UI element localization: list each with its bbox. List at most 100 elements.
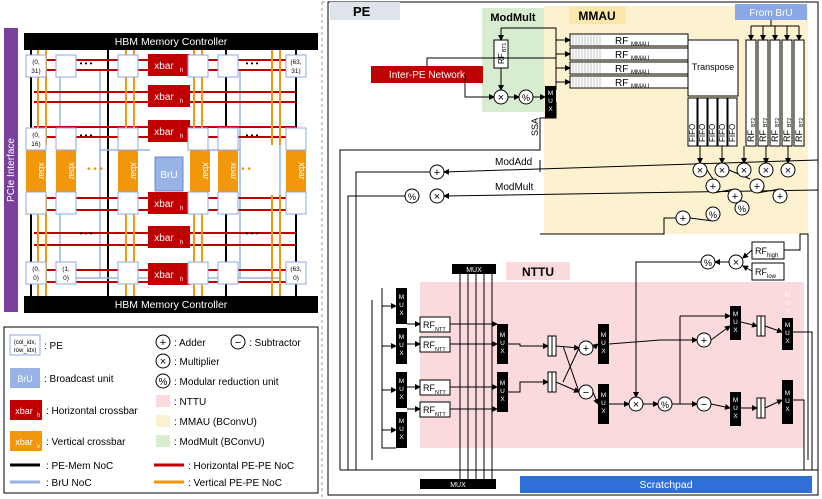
twiddle-modred-icon-sym: % (661, 400, 669, 410)
modmult-wire-label: ModMult (495, 182, 534, 193)
rf-high-sub: high (767, 253, 778, 259)
legend-xbar-v-sub: v (37, 444, 40, 450)
mmau-multiplier-icon-2 (736, 162, 752, 178)
modadd-label: ModAdd (495, 157, 532, 168)
xbar-v-label-2: xbar (129, 162, 139, 180)
rf-bt1-label: RF (497, 53, 506, 64)
modmult-multiplier-left-icon-sym: × (434, 191, 440, 203)
xbar-h-sub-1: h (180, 99, 183, 105)
rf-in-mux-1-char: M (399, 334, 404, 341)
rf-in-mux-0-char: U (399, 302, 404, 309)
rf-in-mux-3-char: U (399, 426, 404, 433)
rf-high-to-mult (742, 249, 753, 259)
modadd-adder-icon (429, 164, 445, 180)
legend-v-noc-text: : Vertical PE-PE NoC (188, 478, 282, 489)
legend-nttu-swatch (156, 395, 170, 407)
rf-mmau-sub-0: MMAU (631, 42, 649, 48)
ssa-mux-char: U (548, 98, 553, 105)
left-bus-a (381, 288, 396, 449)
nttu-mux-a (497, 324, 508, 364)
xbar-v-label-5: xbar (297, 162, 307, 180)
legend: (col_idx, row_idx) : PE BrU : Broadcast … (3, 326, 319, 494)
xbar-h-2 (148, 120, 190, 142)
pe-box (55, 54, 77, 78)
mmau-out (540, 217, 676, 235)
modmult-modred-icon-sym: % (522, 93, 530, 103)
mmau-title-bg (569, 6, 626, 24)
nttu-mux-e-char: M (733, 311, 738, 318)
pe-box (217, 261, 239, 285)
legend-pe-mem-text: : PE-Mem NoC (46, 461, 113, 472)
rf-in-mux-1 (396, 328, 407, 364)
legend-xbar-h-text: : Horizontal crossbar (46, 406, 138, 417)
rf-ntt-sub-3: NTT (435, 412, 446, 418)
nttu-mux-h-char: U (785, 398, 790, 405)
mmau-multiplier-icon-0-sym: × (697, 165, 703, 177)
ssa-mux (545, 86, 556, 118)
modmult-multiplier-left-icon (429, 188, 445, 204)
pe-detail: PE ModMult MMAU From BrU NTTU Inter-PE N… (327, 1, 819, 496)
xbar-v-0 (26, 150, 46, 192)
mmau-adder-l1-icon-1 (749, 178, 765, 194)
butterfly-adder-right-icon (696, 332, 712, 348)
rf-ntt-label-1: RF (423, 340, 435, 350)
rf-mmau-3 (569, 75, 689, 89)
add-to-mux-e (710, 325, 731, 341)
nttu-mux-f-char: M (733, 397, 738, 404)
rf-bt1-sub: BT1 (502, 43, 508, 52)
xbar-h-label-5: xbar (154, 270, 174, 281)
mmau-adder-l2b-icon (772, 188, 788, 204)
legend-multiplier-text: : Multiplier (174, 357, 220, 368)
rf-high-line (784, 233, 809, 460)
nttu-mux-g-char: M (785, 322, 790, 329)
rf-in-mux-3-char: M (399, 418, 404, 425)
nttu-mux-a-char: U (500, 340, 505, 347)
pe-box (217, 127, 239, 151)
rf-ntt-2 (419, 379, 451, 396)
add-to-mux (592, 343, 599, 350)
xbar-h-sub-2: h (180, 134, 183, 140)
mmau-modred-icon (734, 200, 750, 216)
mux-e-to-reg (740, 321, 758, 328)
orange-dots-1: • • • (235, 164, 252, 175)
nttu-mux-e-char: U (733, 319, 738, 326)
pe-box (55, 191, 77, 215)
rf-bt2-sub-4: BT2 (799, 118, 805, 127)
legend-xbar-v-label: xbar (15, 437, 33, 447)
high-low-multiplier-icon (728, 254, 744, 270)
from-bru-box (735, 4, 807, 20)
mmau-adder-l1-icon-1-sym: + (754, 181, 760, 193)
dots-4: • • • (80, 131, 93, 140)
butterfly-adder-top-icon-sym: + (583, 343, 589, 355)
pe-coord-bot-5: 0) (293, 275, 299, 282)
xbar-h-sub-5: h (180, 277, 183, 283)
rf-in-mux-2-char: M (399, 378, 404, 385)
fifo-label-1: FIFO (698, 124, 707, 142)
legend-xbar-h-label: xbar (15, 406, 33, 416)
xbar-v-2 (118, 150, 138, 192)
rf-in-mux-1-char: U (399, 342, 404, 349)
sub-to-mux-f (710, 403, 731, 410)
mmau-tree-f (689, 217, 714, 222)
pe-box (117, 261, 139, 285)
nttu-title-bg (506, 262, 570, 280)
rf-bt2-label-2: RF (770, 130, 780, 142)
mux-top-label: MUX (466, 267, 482, 274)
pe-box (285, 127, 307, 151)
pe-box (187, 54, 209, 78)
mmau-multiplier-icon-4 (780, 162, 796, 178)
high-low-modred-icon-sym: % (704, 258, 712, 268)
rf-ntt-0 (419, 316, 451, 333)
rf-mmau-sub-3: MMAU (631, 84, 649, 90)
modadd-adder-icon-sym: + (434, 167, 440, 179)
pe-box (55, 127, 77, 151)
nttu-mux-d-char: M (601, 392, 606, 399)
rf-in-mux-2-char: U (399, 386, 404, 393)
dots-1: • • • (80, 229, 93, 238)
mux-top (452, 264, 496, 274)
pe-box (187, 261, 209, 285)
xbar-v-1 (56, 150, 76, 192)
